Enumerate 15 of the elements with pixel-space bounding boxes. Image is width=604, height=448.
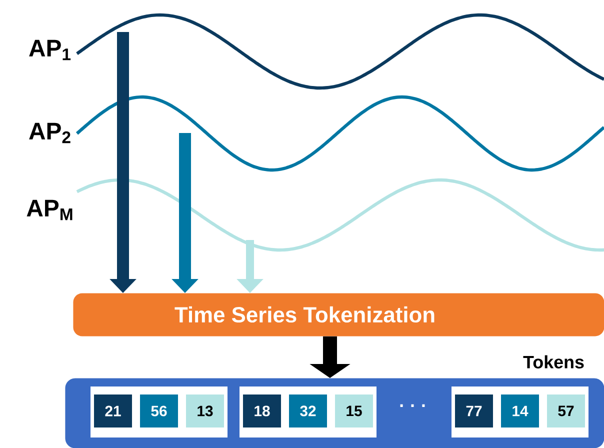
band-heading: Tokens bbox=[523, 355, 584, 368]
signal-label: AP$_{1}$ bbox=[29, 40, 71, 60]
token-cell: 15 bbox=[335, 394, 373, 428]
token-cell: 77 bbox=[455, 394, 493, 428]
token-cell: 32 bbox=[289, 394, 327, 428]
process-bar: Time Series Tokenization bbox=[73, 293, 604, 336]
token-cell: 14 bbox=[501, 394, 539, 428]
token-cell: 56 bbox=[140, 394, 178, 428]
token-cell: 21 bbox=[94, 394, 132, 428]
token-cell: 13 bbox=[186, 394, 224, 428]
signal-label: AP$_{M}$ bbox=[26, 200, 72, 220]
ellipsis: · · · bbox=[400, 404, 425, 407]
signal-label: AP$_{2}$ bbox=[29, 122, 70, 144]
token-cell: 57 bbox=[547, 394, 585, 428]
token-cell: 18 bbox=[243, 394, 281, 428]
